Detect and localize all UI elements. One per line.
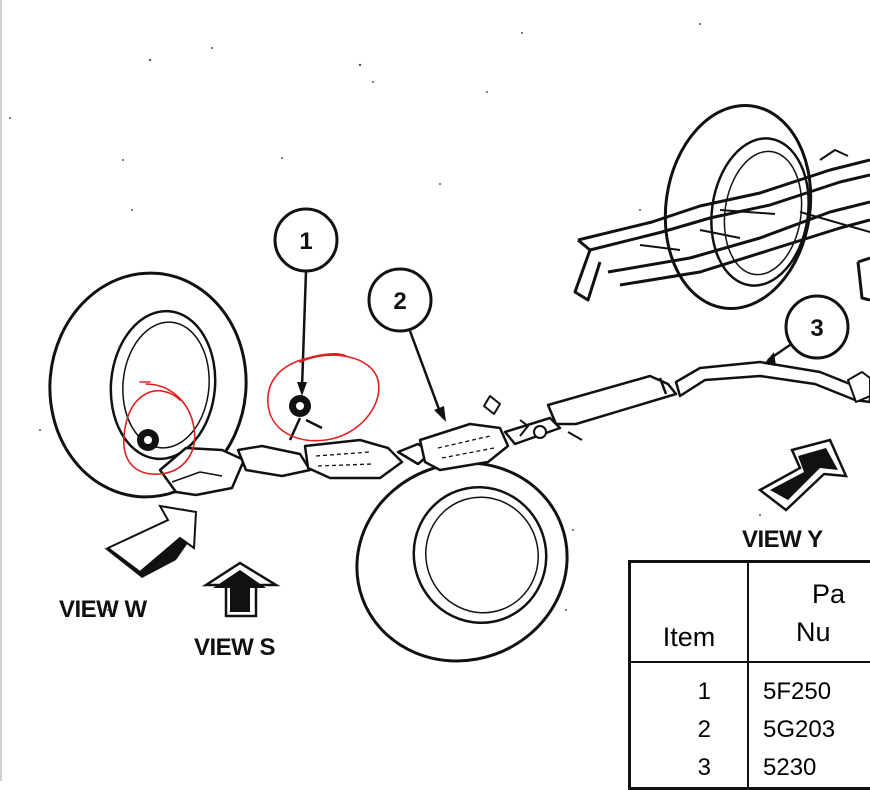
- item-cell: 1: [630, 662, 749, 710]
- red-circle-hanger: [268, 354, 379, 441]
- part-header-line1: Pa: [812, 579, 845, 609]
- view-w-label: VIEW W: [59, 596, 147, 624]
- part-header-line2: Nu: [796, 617, 831, 647]
- callout-3: [764, 296, 848, 366]
- part-cell: 5F250: [748, 662, 870, 710]
- callout-1-number: 1: [299, 228, 312, 255]
- view-y-label: VIEW Y: [742, 526, 823, 554]
- view-y-arrow: [760, 440, 846, 510]
- part-cell: 5G203: [748, 710, 870, 749]
- hanger-insulator-front: [137, 429, 159, 451]
- view-s-arrow: [206, 563, 276, 616]
- rear-right-wheel: [653, 96, 824, 318]
- hanger-insulator: [289, 395, 322, 440]
- table-row: 3 5230: [630, 749, 870, 788]
- part-cell: 5230: [748, 749, 870, 788]
- table-row: 2 5G203: [630, 710, 870, 749]
- callout-3-number: 3: [810, 315, 823, 342]
- table-row: 1 5F250: [630, 662, 870, 710]
- view-s-label: VIEW S: [194, 634, 275, 662]
- view-w-arrow: [104, 506, 196, 578]
- column-header-item: Item: [630, 562, 749, 663]
- callout-2-number: 2: [393, 288, 406, 315]
- callout-2: [369, 269, 446, 422]
- item-cell: 2: [630, 710, 749, 749]
- item-cell: 3: [630, 749, 749, 788]
